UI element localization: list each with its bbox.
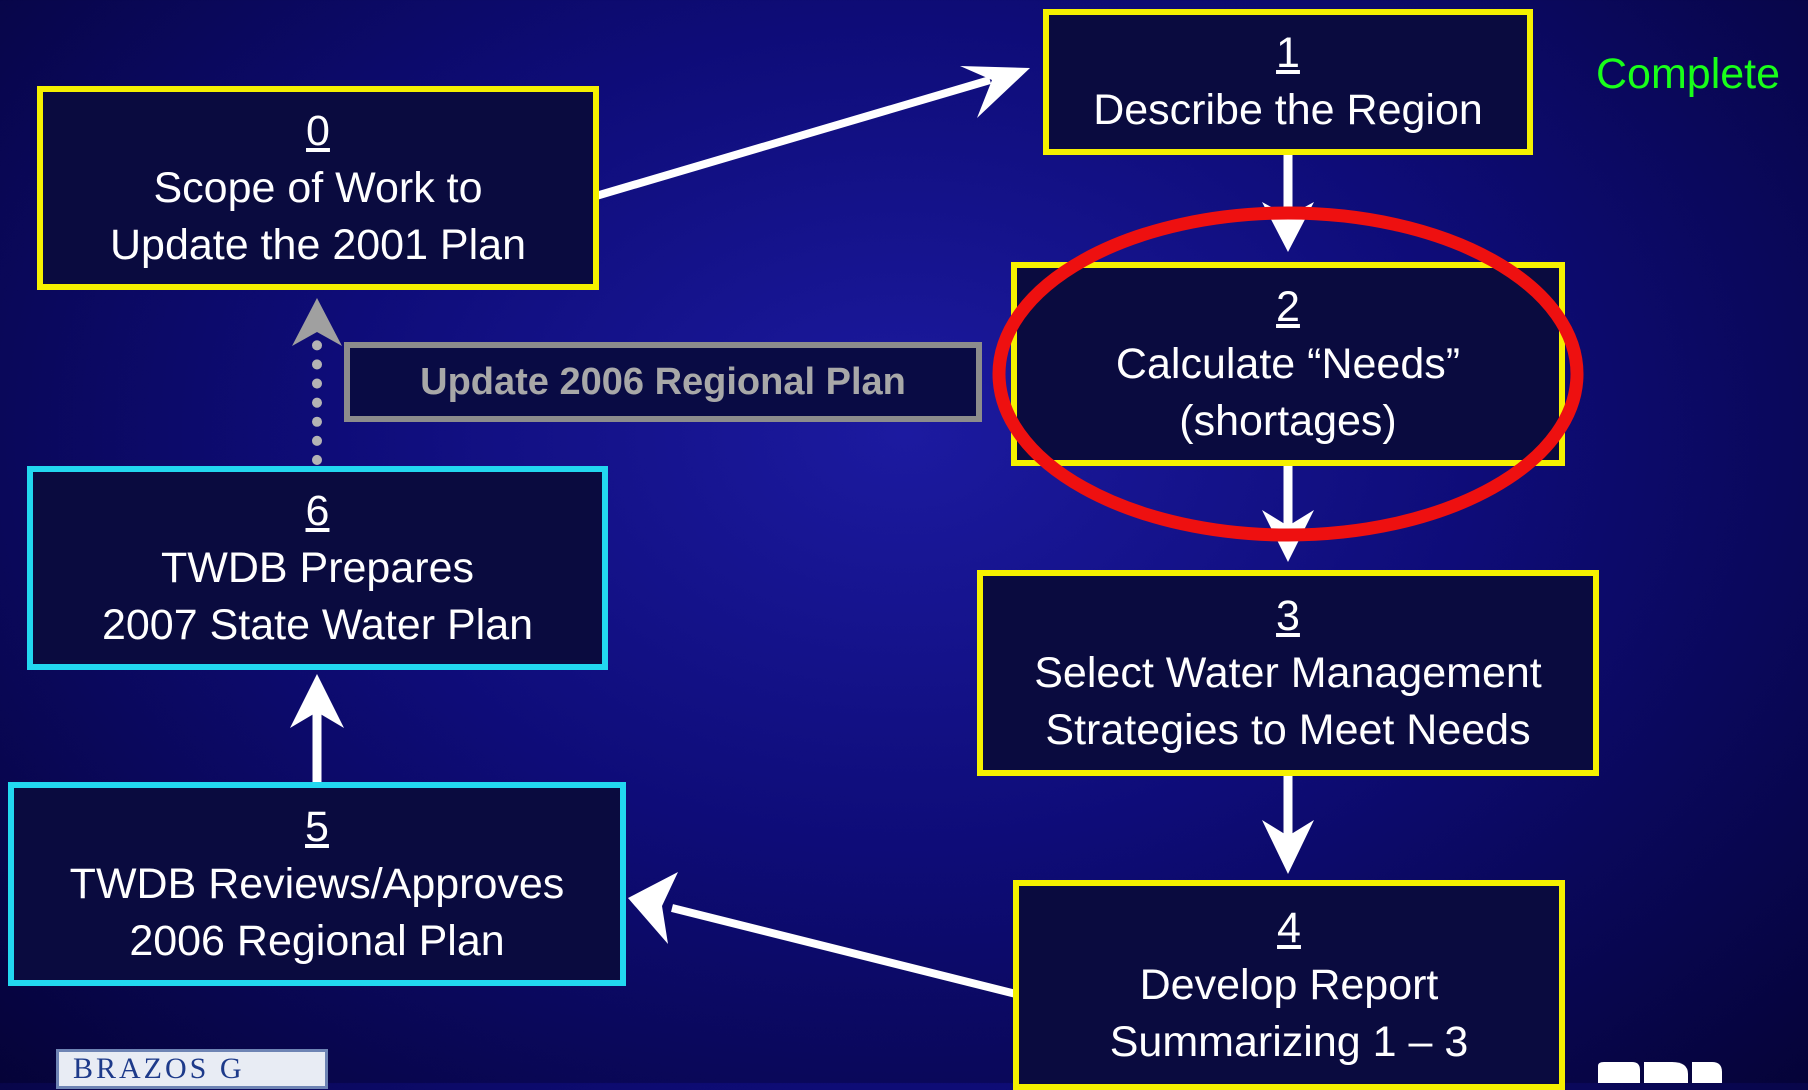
step-2-box: 2 Calculate “Needs” (shortages): [1011, 262, 1565, 466]
step-6-line-2: 2007 State Water Plan: [101, 600, 534, 649]
step-6-number: 6: [305, 486, 330, 535]
step-3-number: 3: [1276, 591, 1300, 640]
step-2-line-2: (shortages): [1179, 396, 1397, 445]
step-5-line-2: 2006 Regional Plan: [129, 916, 505, 965]
step-4-box: 4 Develop Report Summarizing 1 – 3: [1013, 880, 1565, 1090]
arrow-4-to-5-head: [628, 872, 678, 944]
step-5-number: 5: [305, 802, 329, 851]
brazos-g-logo: BRAZOS G: [56, 1049, 328, 1089]
step-2-number: 2: [1276, 282, 1300, 331]
step-5-box: 5 TWDB Reviews/Approves 2006 Regional Pl…: [8, 782, 626, 986]
update-plan-label: Update 2006 Regional Plan: [344, 342, 982, 422]
step-6-line-1: TWDB Prepares: [160, 543, 474, 592]
step-1-number: 1: [1276, 29, 1300, 77]
step-0-line-1: Scope of Work to: [153, 163, 483, 212]
arrow-3-to-4-head: [1262, 820, 1314, 874]
arrow-0-to-1-head: [960, 66, 1030, 118]
hdr-logo: [1598, 1062, 1722, 1083]
step-4-line-1: Develop Report: [1139, 960, 1439, 1009]
step-2-line-1: Calculate “Needs”: [1115, 339, 1461, 388]
step-4-number: 4: [1277, 903, 1301, 952]
step-0-box: 0 Scope of Work to Update the 2001 Plan: [37, 86, 599, 290]
complete-status-label: Complete: [1596, 50, 1781, 98]
step-6-box: 6 TWDB Prepares 2007 State Water Plan: [27, 466, 608, 670]
step-3-line-1: Select Water Management: [1034, 648, 1542, 697]
step-3-line-2: Strategies to Meet Needs: [1045, 705, 1531, 754]
step-1-line-1: Describe the Region: [1093, 86, 1483, 134]
step-0-line-2: Update the 2001 Plan: [110, 220, 526, 269]
arrow-5-to-6-head: [290, 674, 344, 728]
arrow-6-to-0-head: [292, 298, 342, 346]
arrow-0-to-1: [594, 76, 992, 200]
step-1-box: 1 Describe the Region: [1043, 9, 1533, 155]
step-4-line-2: Summarizing 1 – 3: [1109, 1017, 1469, 1066]
arrow-4-to-5: [671, 904, 1017, 998]
step-5-line-1: TWDB Reviews/Approves: [69, 859, 565, 908]
step-0-number: 0: [306, 106, 330, 155]
step-3-box: 3 Select Water Management Strategies to …: [977, 570, 1599, 776]
